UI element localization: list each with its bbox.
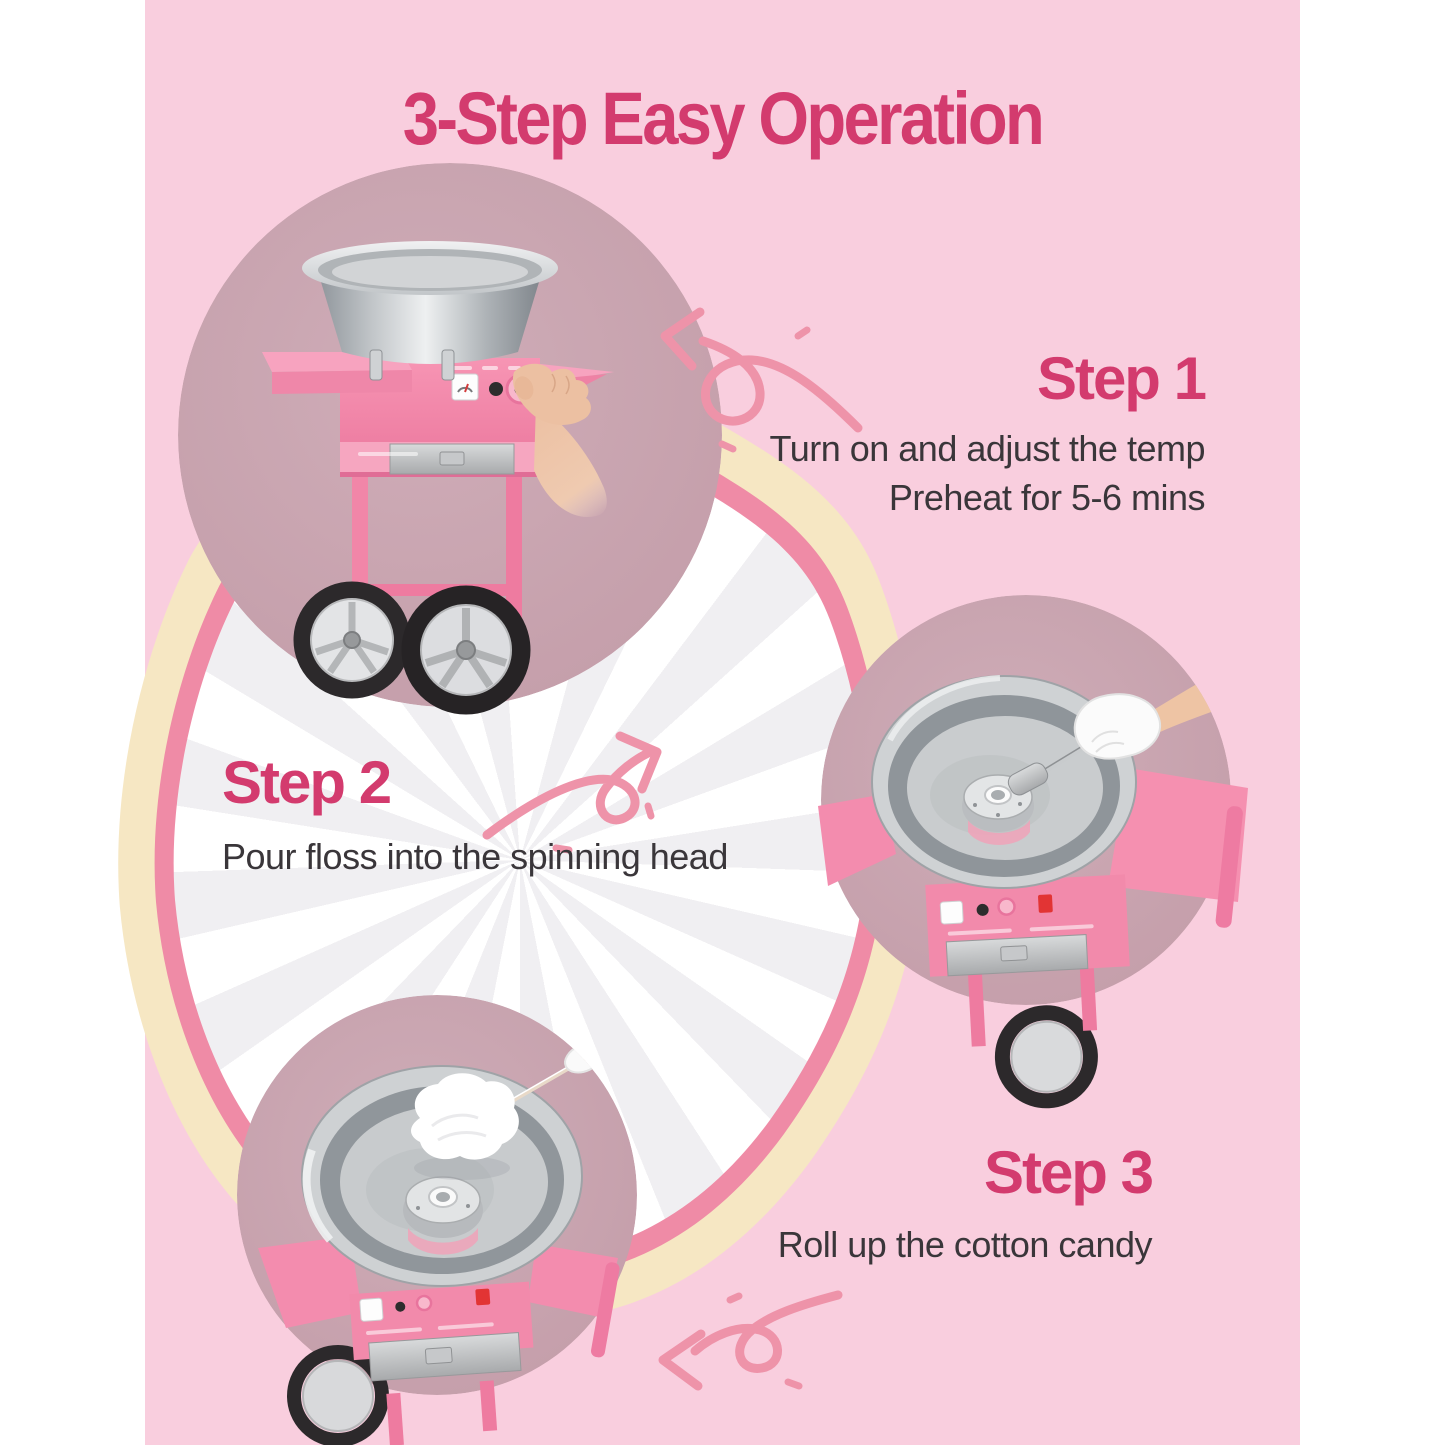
step-1-line-2: Preheat for 5-6 mins — [888, 477, 1206, 518]
step-2-heading: Step 2 — [222, 749, 392, 816]
step-3-line-1: Roll up the cotton candy — [777, 1224, 1153, 1265]
panel-small-knob — [489, 382, 503, 396]
photo3-cart — [258, 1236, 620, 1445]
cotton-candy-on-stick — [411, 1042, 604, 1180]
step-3-heading: Step 3 — [983, 1139, 1154, 1206]
step-2-line-1: Pour floss into the spinning head — [222, 836, 728, 877]
step-1-line-1: Turn on and adjust the temp — [769, 428, 1206, 469]
photo2-wheel — [994, 1005, 1098, 1109]
step3-photo-roll-candy — [237, 995, 637, 1445]
curly-arrow-step2-icon — [482, 731, 662, 854]
photo3-wheel — [287, 1345, 389, 1445]
photo2-cart — [818, 768, 1248, 1109]
machine-cart — [262, 241, 614, 715]
spinning-head-2 — [403, 1176, 483, 1255]
curly-arrow-step3-icon — [658, 1290, 843, 1391]
step-3-block: Step 3 Roll up the cotton candy — [777, 1139, 1154, 1269]
step-2-block: Step 2 Pour floss into the spinning head — [222, 752, 728, 881]
stainless-bowl — [302, 241, 558, 381]
hand-adjusting-knob — [512, 363, 607, 517]
step2-photo-pour-floss — [818, 595, 1248, 1109]
step1-photo-machine-cart — [178, 163, 722, 715]
step-1-block: Step 1 Turn on and adjust the temp Prehe… — [769, 345, 1207, 522]
step-1-heading: Step 1 — [1036, 345, 1207, 412]
curly-arrow-step1-icon — [660, 307, 863, 453]
cart-wheel-left — [293, 581, 411, 699]
cart-wheel-right — [401, 585, 531, 715]
page-title: 3-Step Easy Operation — [402, 77, 1045, 160]
